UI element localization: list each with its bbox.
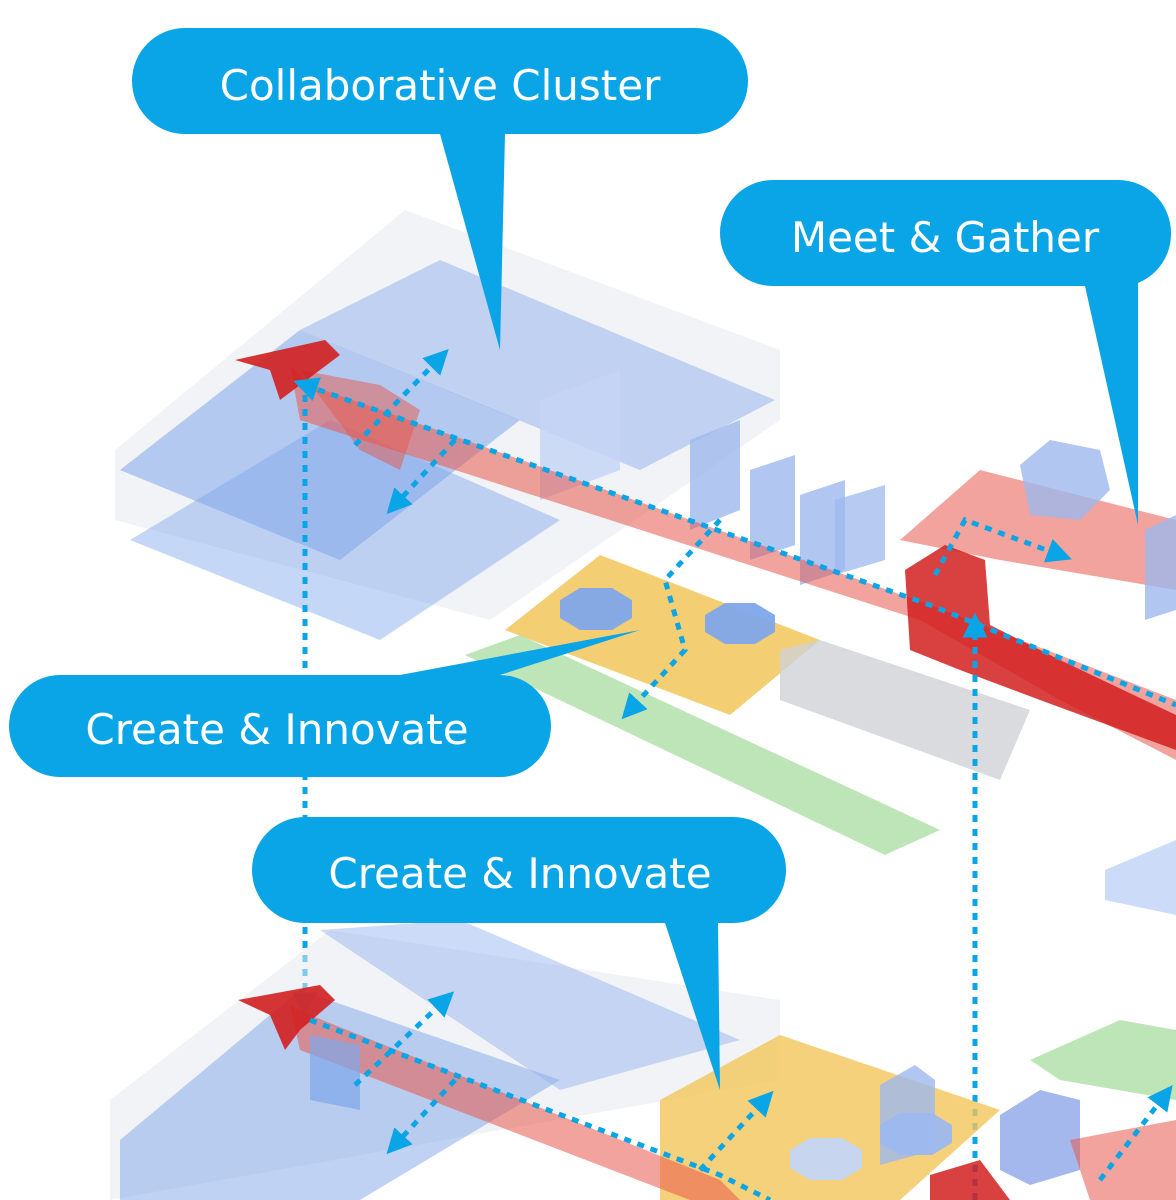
- callout-meet-gather: Meet & Gather: [720, 180, 1172, 525]
- path-arrow-icon: [386, 438, 457, 515]
- meeting-room: [835, 485, 885, 575]
- storage-block: [780, 640, 1030, 780]
- meeting-room: [800, 480, 845, 585]
- meeting-room: [690, 420, 740, 530]
- path-arrow-icon: [309, 1017, 772, 1200]
- workspace-zone: [1105, 840, 1176, 915]
- callout-label: Create & Innovate: [328, 849, 711, 898]
- meeting-room: [1000, 1090, 1080, 1185]
- corridor: [290, 365, 1176, 760]
- path-arrow-icon: [1098, 1085, 1173, 1182]
- workspace-zone: [320, 920, 740, 1090]
- callout-label: Meet & Gather: [791, 213, 1100, 262]
- table: [705, 603, 775, 644]
- path-arrow-icon: [386, 1078, 457, 1155]
- callout-collaborative-cluster: Collaborative Cluster: [132, 28, 748, 350]
- upper-floor: [115, 210, 1176, 1200]
- stair-marker: [238, 985, 335, 1050]
- callout-label: Create & Innovate: [85, 705, 468, 754]
- meeting-room: [1020, 440, 1110, 520]
- callout-label: Collaborative Cluster: [220, 61, 661, 110]
- path-arrow-icon: [353, 349, 449, 447]
- workspace-zone: [120, 330, 520, 560]
- corridor-hub: [930, 1160, 1010, 1200]
- circulation-paths: [309, 991, 1173, 1200]
- lower-floor: [110, 920, 1176, 1200]
- corridor-hub: [905, 545, 1176, 750]
- workspace-zone: [300, 260, 775, 470]
- corridor: [900, 470, 1176, 590]
- green-zone: [465, 635, 940, 855]
- path-arrow-icon: [621, 518, 722, 720]
- innovation-zone: [660, 1035, 1000, 1200]
- meeting-room: [1145, 515, 1176, 620]
- callout-create-innovate-upper: Create & Innovate: [9, 630, 640, 777]
- stair-marker: [235, 340, 340, 400]
- path-arrow-icon: [353, 991, 455, 1087]
- table: [560, 588, 632, 630]
- corridor: [300, 370, 420, 470]
- table: [880, 1113, 952, 1155]
- corridor: [1070, 1120, 1176, 1200]
- path-arrow-icon: [293, 377, 1176, 708]
- callout-create-innovate-lower: Create & Innovate: [252, 817, 786, 1090]
- path-arrow-icon: [932, 516, 1072, 577]
- path-arrow-icon: [698, 1090, 774, 1172]
- green-zone: [1030, 1020, 1176, 1100]
- table: [790, 1138, 862, 1180]
- workspace-zone: [130, 420, 560, 640]
- meeting-room: [540, 370, 620, 500]
- meeting-room: [310, 1035, 360, 1110]
- meeting-room: [750, 455, 795, 560]
